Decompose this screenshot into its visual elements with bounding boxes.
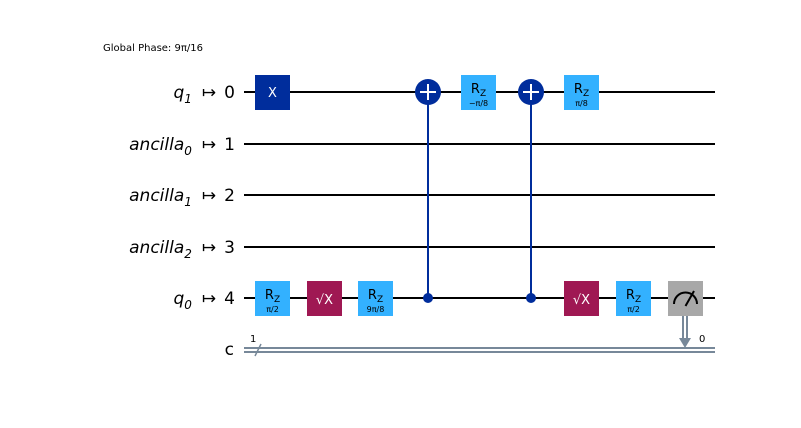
qubit-label-3: ancilla2 ↦ 3 (129, 238, 235, 261)
gate-label: R (626, 288, 635, 303)
control-dot (526, 293, 536, 303)
measure-arrow (679, 338, 691, 348)
qubit-name: ancilla (129, 135, 184, 155)
svg-text:RZ: RZ (368, 288, 383, 305)
gate-label: R (368, 288, 377, 303)
svg-text:RZ: RZ (626, 288, 641, 305)
x-gate: X (255, 75, 290, 110)
map-arrow: ↦ (202, 238, 216, 258)
rz-gate-5: RZ π/2 (616, 281, 651, 316)
gate-param: −π/8 (469, 99, 488, 108)
gate-label: √X (573, 293, 590, 308)
measure-gate: 0 (668, 281, 705, 348)
gate-label: R (471, 82, 480, 97)
rz-gate-3: RZ π/2 (255, 281, 290, 316)
map-arrow: ↦ (202, 289, 216, 309)
cnot-gate-1 (415, 79, 441, 303)
svg-text:q1↦0: q1 ↦ 0 (173, 83, 235, 106)
rz-gate-2: RZ π/8 (564, 75, 599, 110)
qubit-sub: 1 (184, 92, 192, 106)
svg-text:RZ: RZ (471, 82, 486, 99)
gate-param: π/2 (627, 305, 640, 314)
qubit-sub: 2 (184, 247, 192, 261)
qubit-sub: 0 (184, 144, 192, 158)
qubit-label-1: ancilla0 ↦ 1 (129, 135, 235, 158)
gate-param: 9π/8 (367, 305, 385, 314)
map-arrow: ↦ (202, 83, 216, 103)
qubit-name: q (173, 289, 184, 309)
qubit-name: ancilla (129, 238, 184, 258)
svg-text:RZ: RZ (265, 288, 280, 305)
gate-sub: Z (480, 89, 486, 99)
gate-param: π/2 (266, 305, 279, 314)
rz-gate-4: RZ 9π/8 (358, 281, 393, 316)
sx-gate-1: √X (307, 281, 342, 316)
map-arrow: ↦ (202, 186, 216, 206)
measure-bit-label: 0 (699, 334, 705, 345)
gate-sub: Z (583, 89, 589, 99)
qubit-sub: 1 (184, 195, 192, 209)
sx-gate-2: √X (564, 281, 599, 316)
qubit-index: 2 (224, 186, 235, 206)
qubit-index: 3 (224, 238, 235, 258)
classical-wire: 1 (244, 334, 715, 357)
qubit-label-0: q1 ↦ 0 (173, 83, 235, 106)
bus-slash (254, 343, 262, 357)
svg-text:ancilla0↦1: ancilla0 ↦ 1 (129, 135, 235, 158)
qubit-label-2: ancilla1 ↦ 2 (129, 186, 235, 209)
gate-label: R (265, 288, 274, 303)
svg-text:q0↦4: q0 ↦ 4 (173, 289, 235, 312)
gate-sub: Z (274, 295, 280, 305)
svg-text:RZ: RZ (574, 82, 589, 99)
gate-param: π/8 (575, 99, 588, 108)
rz-gate-1: RZ −π/8 (461, 75, 496, 110)
meter-icon (673, 291, 698, 305)
svg-text:ancilla1↦2: ancilla1 ↦ 2 (129, 186, 235, 209)
qubit-index: 4 (224, 289, 235, 309)
gate-label: X (268, 86, 277, 101)
qubit-index: 1 (224, 135, 235, 155)
qubit-sub: 0 (184, 298, 192, 312)
classical-width-label: 1 (250, 334, 256, 345)
qubit-label-4: q0 ↦ 4 (173, 289, 235, 312)
gate-sub: Z (377, 295, 383, 305)
qubit-name: ancilla (129, 186, 184, 206)
control-dot (423, 293, 433, 303)
qubit-name: q (173, 83, 184, 103)
svg-text:ancilla2↦3: ancilla2 ↦ 3 (129, 238, 235, 261)
qubit-index: 0 (224, 83, 235, 103)
gate-label: √X (316, 293, 333, 308)
cnot-gate-2 (518, 79, 544, 303)
global-phase-label: Global Phase: 9π/16 (103, 43, 203, 54)
gate-label: R (574, 82, 583, 97)
classical-register-label: c (225, 340, 234, 360)
map-arrow: ↦ (202, 135, 216, 155)
gate-sub: Z (635, 295, 641, 305)
